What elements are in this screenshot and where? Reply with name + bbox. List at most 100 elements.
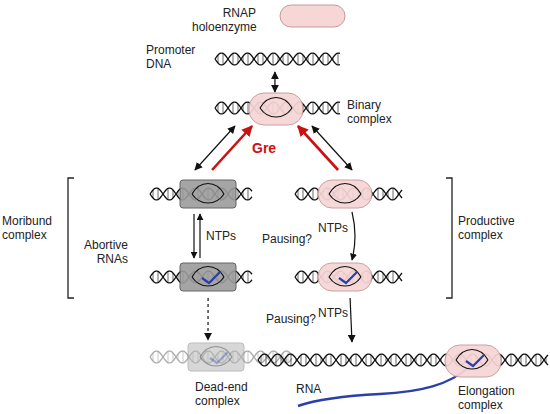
nontemplate-strand [192,194,224,203]
base-pair [168,351,169,362]
group-bracket [68,178,74,298]
complex-node: RNAP holoenzyme [192,2,348,32]
rnap-shape [249,93,303,125]
complex-node: Dead-end complex [150,340,295,410]
reaction-arrow [350,298,352,342]
base-pair [313,188,314,199]
base-pair [301,355,302,365]
base-pair [288,351,289,362]
base-pair [313,271,314,282]
open-bubble [329,267,361,287]
base-pair [303,188,304,199]
dna-strand [258,354,548,366]
base-pair [393,188,394,200]
base-pair [536,354,537,365]
base-pair [338,102,339,114]
step-label: NTPs [318,306,348,320]
base-pair [158,188,159,199]
node-label: Binary complex [347,98,397,126]
gre-arrow [298,126,338,170]
base-pair [303,271,304,282]
short-rna [339,272,357,283]
base-pair [393,271,394,283]
node-label: RNAP holoenzyme [192,6,256,34]
base-pair [158,271,159,282]
step-arrow [193,214,194,258]
group-bracket [446,178,452,298]
base-pair [273,53,274,65]
step-arrow [352,212,355,260]
base-pair [248,188,249,200]
base-pair [263,54,264,64]
rnap-shape [445,345,501,377]
base-pair [316,354,317,366]
base-pair [248,271,249,283]
step-label: Abortive RNAs [70,238,128,266]
base-pair [298,53,299,64]
base-pair [263,352,264,362]
base-pair [248,53,249,65]
complex-node: Promoter DNA [146,40,342,72]
node-label: Moribund complex [2,214,64,242]
open-bubble [329,184,361,204]
reaction-arrow [195,126,235,170]
base-pair [223,53,224,64]
base-pair [323,54,324,64]
nontemplate-strand [329,194,361,203]
step-label: NTPs [206,229,236,243]
node-label: Dead-end complex [195,380,257,408]
step-label: NTPs [318,221,348,235]
open-bubble [456,350,488,370]
edge-label: Gre [252,140,276,156]
base-pair [248,351,249,363]
base-pair [526,354,527,365]
node-label: Productive complex [458,214,548,242]
step-arrow [199,214,200,258]
open-bubble [200,347,232,367]
open-bubble [260,98,292,118]
base-pair [183,351,184,363]
base-pair [331,354,332,365]
base-pair [168,188,169,199]
complex-node: Binary complex [213,92,393,126]
base-pair [341,354,342,365]
base-pair [258,54,259,64]
base-pair [288,53,289,64]
gre-arrow [212,126,252,170]
base-pair [436,355,437,365]
node-label: Promoter DNA [146,43,204,71]
base-pair [306,355,307,365]
base-pair [406,354,407,365]
rnap-shape [318,180,372,208]
rna-transcript [298,366,470,406]
base-pair [396,354,397,365]
base-pair [233,53,234,64]
base-pair [233,102,234,113]
reaction-arrow [207,298,208,340]
dna-strand [258,354,548,366]
base-pair [328,54,329,64]
base-pair [371,355,372,365]
template-strand [329,184,361,195]
base-pair [378,188,379,199]
dna-helix [215,53,340,65]
template-strand [192,184,224,195]
nontemplate-strand [260,108,292,117]
base-pair [378,271,379,282]
base-pair [313,102,314,114]
base-pair [421,354,422,366]
complex-node: Elongation complex [255,342,548,412]
dna-strand [215,53,340,65]
dna-helix [258,354,548,366]
rna-label: RNA [296,382,321,396]
base-pair [266,354,267,365]
short-rna [202,272,220,283]
base-pair [366,355,367,365]
base-pair [431,355,432,365]
dna-strand [215,53,340,65]
rnap-shape [180,180,236,208]
open-bubble [192,184,224,204]
